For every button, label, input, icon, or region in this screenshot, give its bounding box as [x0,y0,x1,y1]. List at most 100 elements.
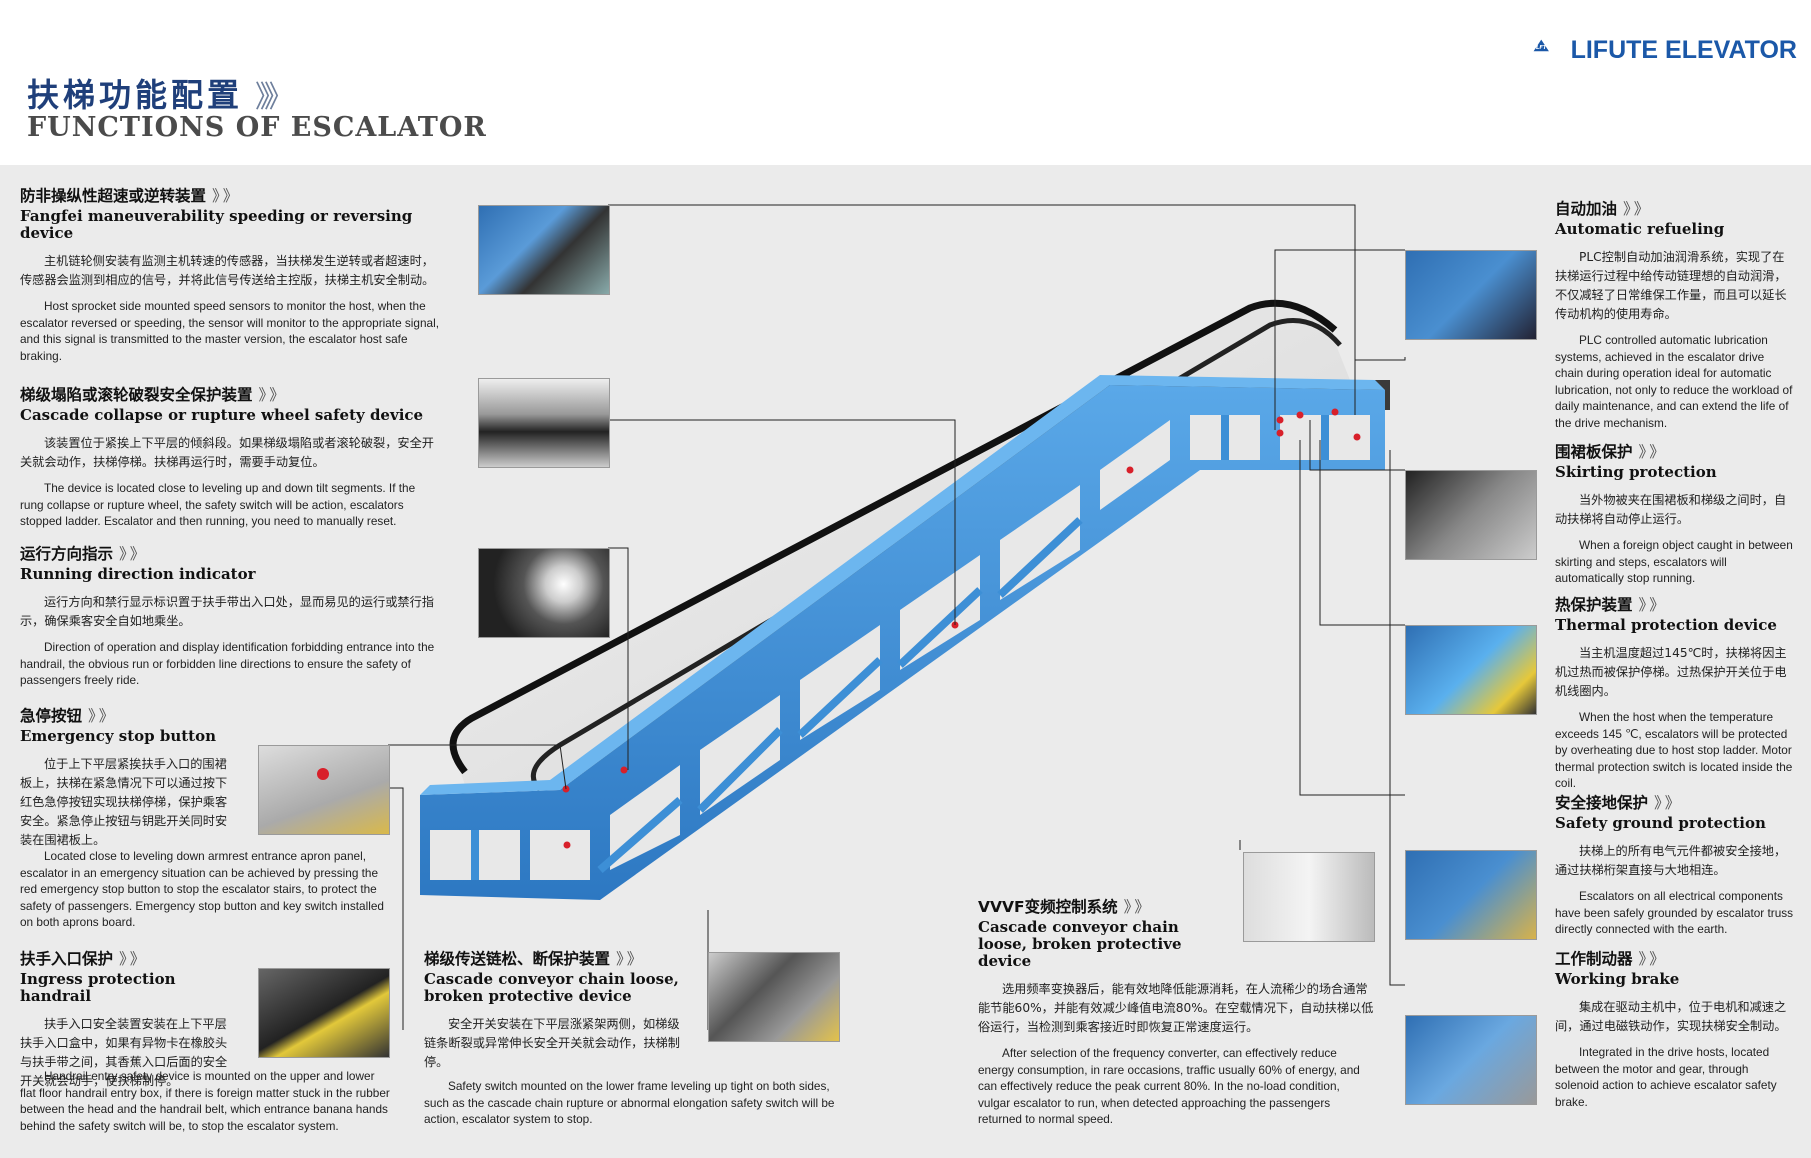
section-skirting: 围裙板保护》》 Skirting protection 当外物被夹在围裙板和梯级… [1555,440,1795,587]
photo-brake [1405,1015,1537,1105]
header-band [0,0,1811,165]
photo-emergency-stop [258,745,390,835]
body-cn: 主机链轮侧安装有监测主机转速的传感器，当扶梯发生逆转或者超速时，传感器会监测到相… [20,254,435,287]
heading-cn: 热保护装置》》 [1555,596,1665,614]
heading-en: Running direction indicator [20,565,256,583]
heading-en: Ingress protection handrail [20,970,176,1005]
body-en: When a foreign object caught in between … [1555,538,1793,585]
photo-auto-lubrication [1405,250,1537,340]
heading-en: Thermal protection device [1555,616,1777,634]
truss-diagonals [471,415,1329,880]
heading-cn: 工作制动器》》 [1555,950,1665,968]
heading-en: Emergency stop button [20,727,217,745]
body-en: Integrated in the drive hosts, located b… [1555,1045,1777,1109]
chevron-icon: 》 [1638,950,1647,968]
section-chain-protection: 梯级传送链松、断保护装置》》 Cascade conveyor chain lo… [424,947,684,1072]
chevron-icon: 》 [1654,794,1662,812]
section-emergency-stop-en: Located close to leveling down armrest e… [20,848,390,931]
body-en: Escalators on all electrical components … [1555,889,1794,936]
body-cn: 当外物被夹在围裙板和梯级之间时，自动扶梯将自动停止运行。 [1555,493,1787,526]
body-en: Safety switch mounted on the lower frame… [424,1079,835,1126]
marker-dots [562,408,1361,849]
photo-vvvf-controller [1243,852,1375,942]
section-brake: 工作制动器》》 Working brake 集成在驱动主机中，位于电机和减速之间… [1555,947,1795,1110]
page-title-en: FUNCTIONS OF ESCALATOR [27,112,487,143]
chevron-icon: 》 [119,545,127,563]
body-en: PLC controlled automatic lubrication sys… [1555,333,1793,430]
body-cn: 安全开关安装在下平层涨紧架两侧，如梯级链条断裂或异常伸长安全开关就会动作，扶梯制… [424,1017,680,1069]
photo-handrail-entry [258,968,390,1058]
photo-thermal [1405,625,1537,715]
heading-cn: 扶手入口保护》》 [20,950,145,968]
heading-en: Safety ground protection [1555,814,1766,832]
chevron-icon: 》 [1638,596,1647,614]
brand-name: LIFUTE ELEVATOR [1570,36,1797,64]
heading-en: Cascade conveyor chain loose, broken pro… [424,970,679,1005]
body-en: The device is located close to leveling … [20,481,416,528]
body-cn: 运行方向和禁行显示标识置于扶手带出入口处，显而易见的运行或禁行指示，确保乘客安全… [20,595,434,628]
heading-en: Cascade conveyor chain loose, broken pro… [978,918,1182,970]
heading-en: Fangfei maneuverability speeding or reve… [20,207,413,242]
photo-step-collapse-switch [478,378,610,468]
handrail [449,299,1338,775]
heading-cn: 运行方向指示》》 [20,545,145,563]
chevron-icon: 》 [1638,443,1647,461]
body-en: Direction of operation and display ident… [20,640,435,687]
section-emergency-stop: 急停按钮》》 Emergency stop button 位于上下平层紧挨扶手入… [20,704,240,850]
chevron-icon: 》 [616,950,624,968]
body-en: Host sprocket side mounted speed sensors… [20,299,440,363]
title-chevron-icon: 》》 [255,80,294,115]
body-cn: 选用频率变换器后，能有效地降低能源消耗，在人流稀少的场合通常能节能60%，并能有… [978,982,1374,1034]
heading-en: Cascade collapse or rupture wheel safety… [20,406,424,424]
section-ground: 安全接地保护》》 Safety ground protection 扶梯上的所有… [1555,791,1795,938]
section-thermal: 热保护装置》》 Thermal protection device 当主机温度超… [1555,593,1795,792]
section-auto-refueling: 自动加油》》 Automatic refueling PLC控制自动加油润滑系统… [1555,197,1795,431]
body-cn: 该装置位于紧挨上下平层的倾斜段。如果梯级塌陷或者滚轮破裂，安全开关就会动作，扶梯… [20,436,434,469]
section-vvvf: VVVF变频控制系统》》 Cascade conveyor chain loos… [978,895,1374,1128]
brand-logo: LFT [1533,39,1549,52]
photo-direction-indicator [478,548,610,638]
photo-chain-switch [708,952,840,1042]
heading-cn: 梯级传送链松、断保护装置》》 [424,950,642,968]
heading-en: Working brake [1555,970,1680,988]
chevron-icon: 》 [1623,200,1631,218]
handrail-inner [530,318,1342,792]
section-chain-protection-en: Safety switch mounted on the lower frame… [424,1078,844,1128]
body-en: When the host when the temperature excee… [1555,710,1793,790]
stop-button-icon [317,768,329,780]
section-reverse-device: 防非操纵性超速或逆转装置》》 Fangfei maneuverability s… [20,184,440,364]
photo-skirting [1405,470,1537,560]
page-title-cn: 扶梯功能配置 [27,76,244,114]
chevron-icon: 》 [88,707,96,725]
chevron-icon: 》 [119,950,127,968]
body-cn: 集成在驱动主机中，位于电机和减速之间，通过电磁铁动作，实现扶梯安全制动。 [1555,1000,1787,1033]
chevron-icon: 》 [212,187,220,205]
body-cn: PLC控制自动加油润滑系统，实现了在扶梯运行过程中给传动链理想的自动润滑，不仅减… [1555,250,1787,321]
heading-cn: 梯级塌陷或滚轮破裂安全保护装置》》 [20,386,285,404]
photo-sprocket-sensor [478,205,610,295]
body-cn: 位于上下平层紧挨扶手入口的围裙板上，扶梯在紧急情况下可以通过按下红色急停按钮实现… [20,757,228,847]
heading-cn: 安全接地保护》》 [1555,794,1680,812]
heading-cn: VVVF变频控制系统》》 [978,898,1150,916]
body-cn: 扶梯上的所有电气元件都被安全接地，通过扶梯桁架直接与大地相连。 [1555,844,1787,877]
heading-cn: 防非操纵性超速或逆转装置》》 [20,187,238,205]
heading-cn: 急停按钮》》 [20,707,114,725]
chevron-icon: 》 [258,386,267,404]
section-direction-indicator: 运行方向指示》》 Running direction indicator 运行方… [20,542,440,689]
heading-en: Skirting protection [1555,463,1717,481]
leader-lines [388,204,1406,1030]
logo-mark-text: LFT [1536,45,1547,51]
body-en: Located close to leveling down armrest e… [20,849,384,929]
heading-en: Automatic refueling [1555,220,1725,238]
photo-grounding [1405,850,1537,940]
section-step-collapse: 梯级塌陷或滚轮破裂安全保护装置》》 Cascade collapse or ru… [20,383,440,530]
heading-cn: 自动加油》》 [1555,200,1649,218]
body-cn: 扶手入口安全装置安装在上下平层扶手入口盒中，如果有异物卡在橡胶头与扶手带之间，其… [20,1017,228,1088]
body-cn: 当主机温度超过145℃时，扶梯将因主机过热而被保护停梯。过热保护开关位于电机线圈… [1555,646,1787,698]
section-handrail-entry: 扶手入口保护》》 Ingress protection handrail 扶手入… [20,947,240,1091]
body-en: After selection of the frequency convert… [978,1046,1360,1126]
section-handrail-entry-en: Handrail entry safety device is mounted … [20,1068,390,1134]
body-en: Handrail entry safety device is mounted … [20,1069,390,1133]
chevron-icon: 》 [1123,898,1132,916]
